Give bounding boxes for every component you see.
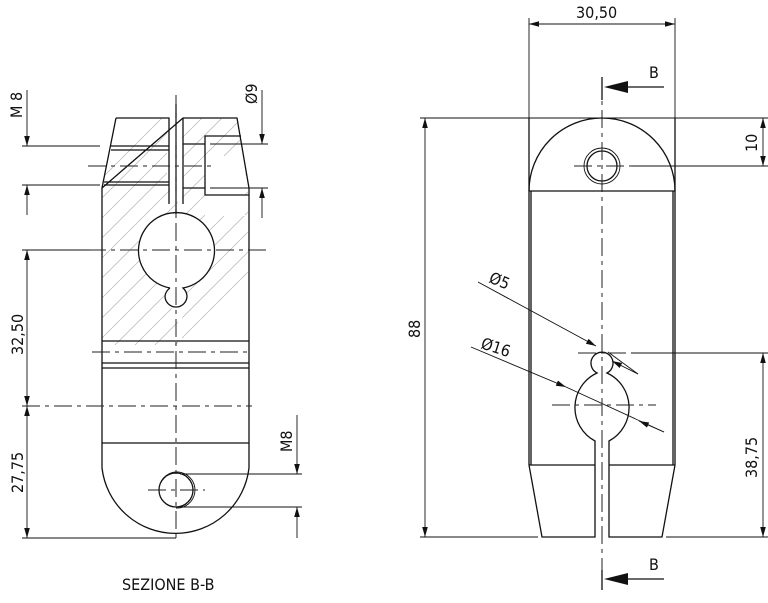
svg-text:27,75: 27,75 [8,452,27,493]
dim-large-hole-diameter: Ø16 [470,334,665,433]
svg-text:38,75: 38,75 [742,437,761,478]
section-marker-top: B [601,63,664,100]
svg-text:M 8: M 8 [7,92,26,118]
svg-text:Ø9: Ø9 [242,84,261,104]
svg-text:32,50: 32,50 [8,314,27,355]
svg-text:Ø16: Ø16 [479,334,513,361]
dim-height-lower: 27,75 [8,406,176,539]
svg-text:10: 10 [742,134,761,152]
svg-text:M8: M8 [277,430,296,452]
section-title: SEZIONE B-B [122,575,214,594]
front-view: B B 30,50 88 10 [405,3,768,590]
section-view-b-b: M 8 Ø9 32,50 27,75 M8 [7,84,302,594]
svg-text:B: B [649,555,659,574]
dim-top-offset: 10 [632,118,768,167]
dim-width: 30,50 [528,3,676,118]
svg-text:30,50: 30,50 [576,3,617,22]
dim-height-upper: 32,50 [8,249,90,406]
svg-text:B: B [649,63,659,82]
dim-thread-top: M 8 [7,90,100,215]
svg-text:Ø5: Ø5 [487,268,513,293]
dim-thread-bottom: M8 [180,415,302,538]
dim-hole-height: 38,75 [631,352,768,537]
dim-diameter-top: Ø9 [210,84,268,218]
dim-total-height: 88 [405,117,768,538]
section-marker-bottom: B [601,555,664,590]
svg-text:88: 88 [405,320,424,338]
